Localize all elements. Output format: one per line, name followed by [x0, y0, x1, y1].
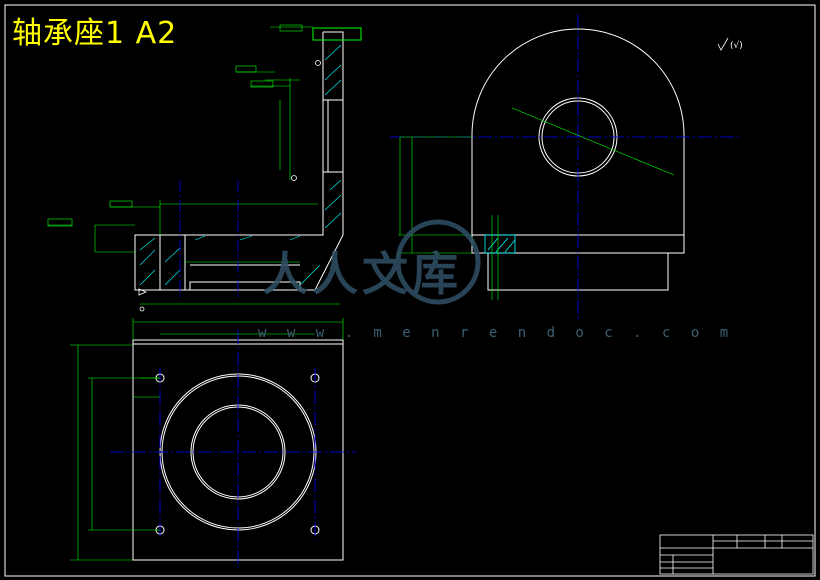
surface-roughness-symbols	[138, 60, 321, 312]
title-block	[659, 534, 814, 575]
watermark-logo: 人人文库	[262, 219, 481, 305]
svg-text:(√): (√)	[730, 40, 743, 51]
front-view-dimensions	[47, 24, 340, 305]
front-section-hatch	[139, 44, 342, 286]
drawing-title: 轴承座1 A2	[12, 16, 178, 51]
watermark-logo-text: 人人文库	[262, 247, 462, 301]
front-view-centerlines	[179, 180, 239, 300]
drawing-border	[4, 4, 816, 577]
side-view-hatch	[484, 234, 516, 254]
general-roughness-note: (√)	[717, 37, 743, 51]
top-view-centerlines	[110, 330, 356, 568]
side-view-centerlines	[390, 14, 740, 320]
front-section-view	[134, 27, 362, 291]
top-view-dimensions	[70, 318, 344, 561]
watermark-url: w w w . m e n r e n d o c . c o m	[258, 325, 735, 341]
